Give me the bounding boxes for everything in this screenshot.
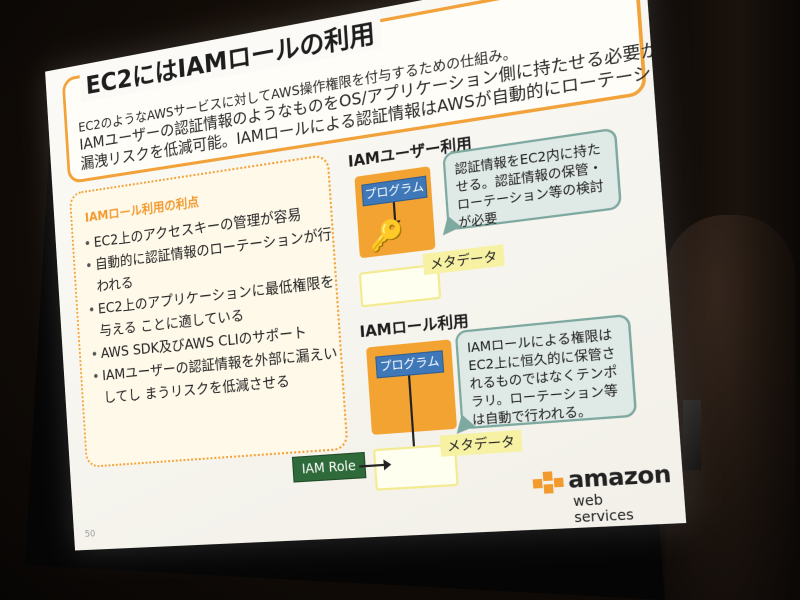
- presentation-slide: EC2のようなAWSサービスに対してAWS操作権限を付与するための仕組み。 IA…: [45, 0, 687, 551]
- iam-role-title: IAMロール利用: [359, 312, 470, 342]
- aws-logo-webservices: web services: [572, 491, 635, 526]
- aws-cubes-icon: [532, 470, 571, 497]
- key-icon: 🔑: [368, 217, 406, 255]
- page-number: 50: [84, 529, 96, 540]
- merits-panel: IAMロール利用の利点 EC2上のアクセスキーの管理が容易 自動的に認証情報のロ…: [68, 153, 349, 468]
- merits-list: EC2上のアクセスキーの管理が容易 自動的に認証情報のローテーションが行われる …: [82, 198, 349, 411]
- slide-viewport: EC2のようなAWSサービスに対してAWS操作権限を付与するための仕組み。 IA…: [40, 0, 687, 590]
- presenter-badge: [683, 400, 701, 470]
- iam-role-metadata-label: メタデータ: [439, 429, 523, 457]
- iam-user-metadata-label: メタデータ: [422, 244, 505, 276]
- aws-logo: amazon web services: [532, 458, 672, 526]
- iam-role-callout: IAMロールによる権限はEC2上に恒久的に保管されるものではなくテンポラリ。ロー…: [454, 313, 638, 430]
- iam-role-badge: IAM Role: [291, 451, 367, 483]
